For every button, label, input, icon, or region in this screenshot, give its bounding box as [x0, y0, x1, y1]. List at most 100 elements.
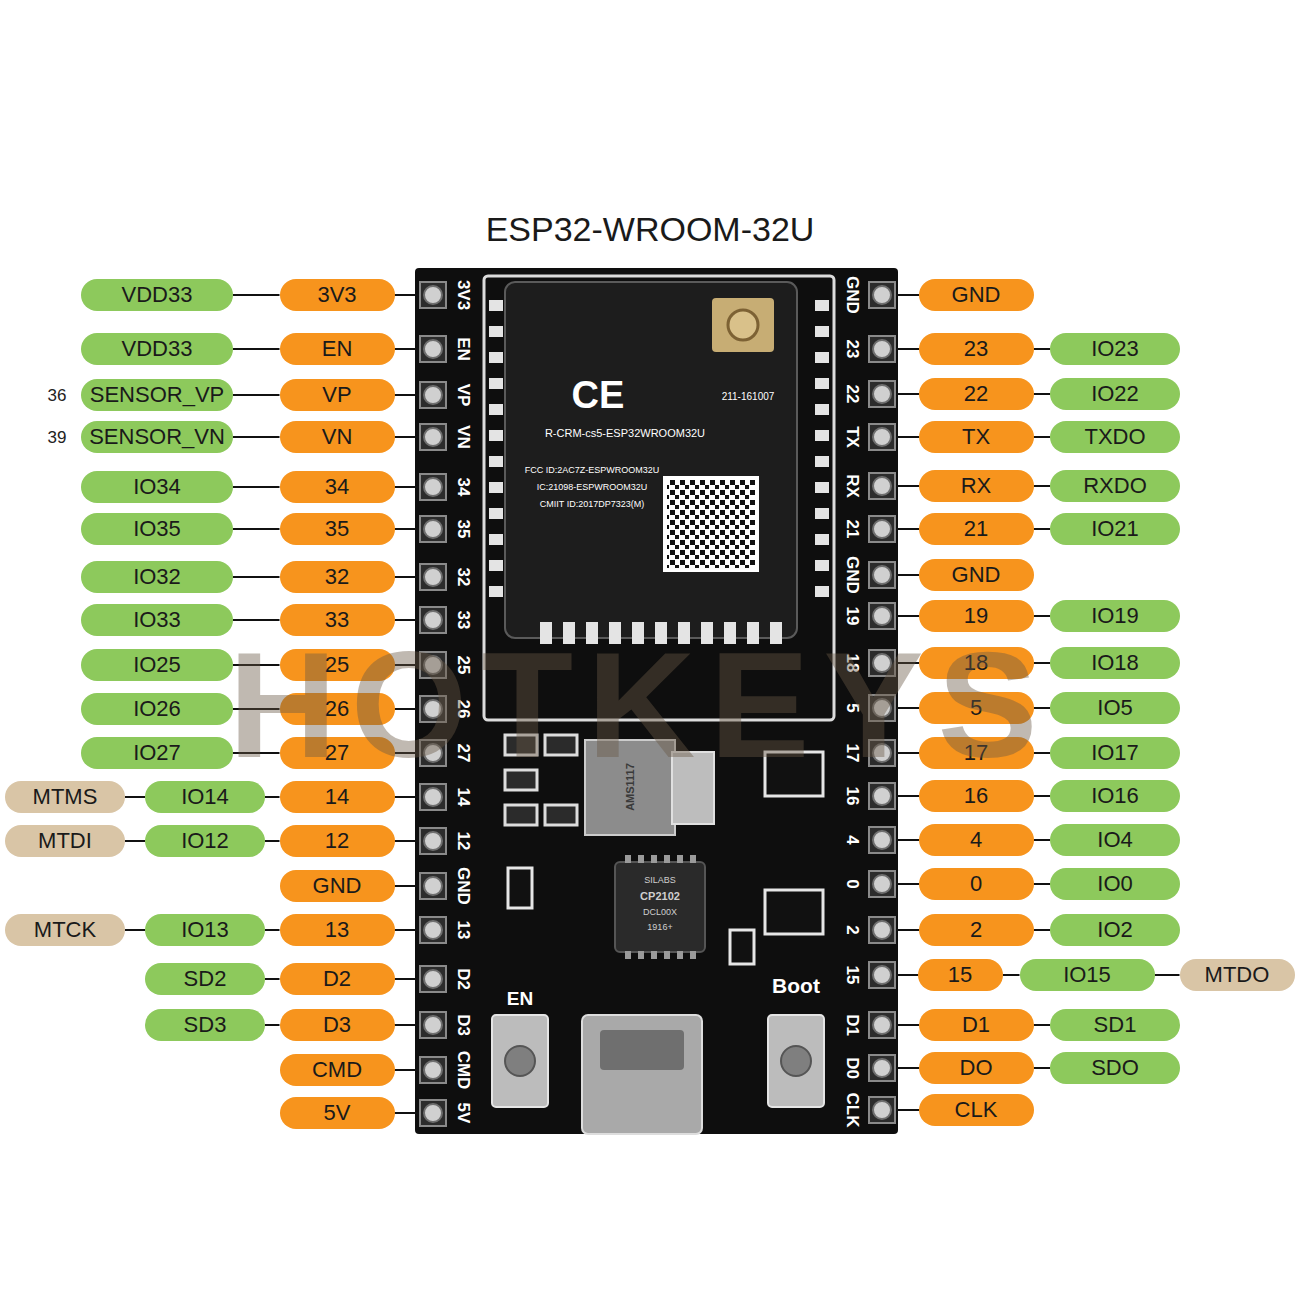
header-pad — [869, 473, 895, 499]
silkscreen-label: EN — [455, 337, 472, 361]
pill-text: 12 — [325, 828, 349, 854]
pin-pill: CLK — [919, 1094, 1034, 1126]
pill-text: IO26 — [133, 696, 181, 722]
silkscreen-label: 22 — [844, 385, 861, 404]
module-pad — [540, 622, 552, 644]
connector-line — [125, 840, 145, 842]
jtag-pill: MTDI — [5, 825, 125, 857]
module-pad — [655, 622, 667, 644]
pill-text: 14 — [325, 784, 349, 810]
module-shield — [505, 282, 797, 638]
pin-leader — [894, 528, 919, 530]
module-pad — [586, 622, 598, 644]
signal-pill: IO17 — [1050, 737, 1180, 769]
pill-text: IO32 — [133, 564, 181, 590]
header-pin — [873, 477, 891, 495]
pill-text: 2 — [970, 917, 982, 943]
header-pin — [873, 607, 891, 625]
header-pad — [420, 564, 446, 590]
pin-leader — [394, 394, 421, 396]
pin-leader — [394, 885, 421, 887]
header-pad — [869, 740, 895, 766]
module-pad — [747, 622, 759, 644]
module-pad — [678, 622, 690, 644]
jtag-pill: MTDO — [1180, 959, 1295, 991]
header-pad — [420, 784, 446, 810]
header-pin — [873, 340, 891, 358]
silkscreen-label: 27 — [455, 744, 472, 763]
silkscreen-label: 33 — [455, 611, 472, 630]
signal-pill: IO19 — [1050, 600, 1180, 632]
module-pad — [489, 482, 503, 493]
pin-pill: 3V3 — [280, 279, 395, 311]
reset-button — [492, 1015, 548, 1107]
pill-text: 3V3 — [317, 282, 356, 308]
module-pad — [563, 622, 575, 644]
header-pad — [869, 917, 895, 943]
module-pad — [815, 560, 829, 571]
chip-lead — [690, 951, 696, 959]
connector-line — [1034, 662, 1051, 664]
module-pad — [815, 430, 829, 441]
signal-pill: TXDO — [1050, 421, 1180, 453]
header-pin — [424, 744, 442, 762]
pin-pill: 32 — [280, 561, 395, 593]
pill-text: VDD33 — [122, 282, 193, 308]
pill-text: SD1 — [1094, 1012, 1137, 1038]
pill-text: IO12 — [181, 828, 229, 854]
header-pad — [420, 740, 446, 766]
pin-leader — [394, 840, 421, 842]
chip-marking: SILABS — [644, 876, 676, 885]
silkscreen-label: 32 — [455, 568, 472, 587]
pin-pill: TX — [919, 421, 1034, 453]
chip-lead — [625, 951, 631, 959]
pin-leader — [394, 619, 421, 621]
chip-lead — [625, 855, 631, 863]
pill-text: 16 — [964, 783, 988, 809]
pill-text: GND — [952, 282, 1001, 308]
module-pad — [489, 378, 503, 389]
pill-text: CMD — [312, 1057, 362, 1083]
pill-text: IO14 — [181, 784, 229, 810]
chip-marking: 1916+ — [647, 923, 672, 932]
pin-pill: 18 — [919, 647, 1034, 679]
connector-line — [1034, 1067, 1051, 1069]
pill-text: IO22 — [1091, 381, 1139, 407]
signal-pill: IO18 — [1050, 647, 1180, 679]
diagram-title: ESP32-WROOM-32U — [0, 210, 1300, 249]
antenna-socket — [728, 310, 758, 340]
silkscreen-label: 17 — [844, 744, 861, 763]
pill-text: IO19 — [1091, 603, 1139, 629]
module-marking: FCC ID:2AC7Z-ESPWROOM32U — [525, 466, 660, 475]
pill-text: RX — [961, 473, 992, 499]
connector-line — [233, 348, 280, 350]
module-pad — [701, 622, 713, 644]
connector-line — [233, 708, 280, 710]
pin-leader — [394, 752, 421, 754]
pill-text: SENSOR_VP — [90, 382, 225, 408]
pin-pill: 13 — [280, 914, 395, 946]
header-pin — [873, 385, 891, 403]
header-pin — [873, 787, 891, 805]
connector-line — [265, 1024, 280, 1026]
header-pin — [873, 566, 891, 584]
pin-leader — [394, 576, 421, 578]
capacitor — [545, 735, 577, 755]
pill-text: MTCK — [34, 917, 96, 943]
connector-line — [1034, 348, 1051, 350]
chip-marking: DCL00X — [643, 908, 677, 917]
pill-text: IO23 — [1091, 336, 1139, 362]
connector-line — [1034, 1024, 1051, 1026]
header-pad — [420, 516, 446, 542]
pin-leader — [894, 1024, 919, 1026]
module-pad — [489, 326, 503, 337]
header-pad — [869, 650, 895, 676]
pin-pill: 15 — [918, 959, 1003, 991]
pin-leader — [394, 978, 421, 980]
pill-text: IO15 — [1063, 962, 1111, 988]
silkscreen-label: 2 — [844, 925, 861, 934]
silkscreen-label: 13 — [455, 921, 472, 940]
chip-lead — [651, 951, 657, 959]
header-pin — [424, 568, 442, 586]
silkscreen-label: 21 — [844, 520, 861, 539]
